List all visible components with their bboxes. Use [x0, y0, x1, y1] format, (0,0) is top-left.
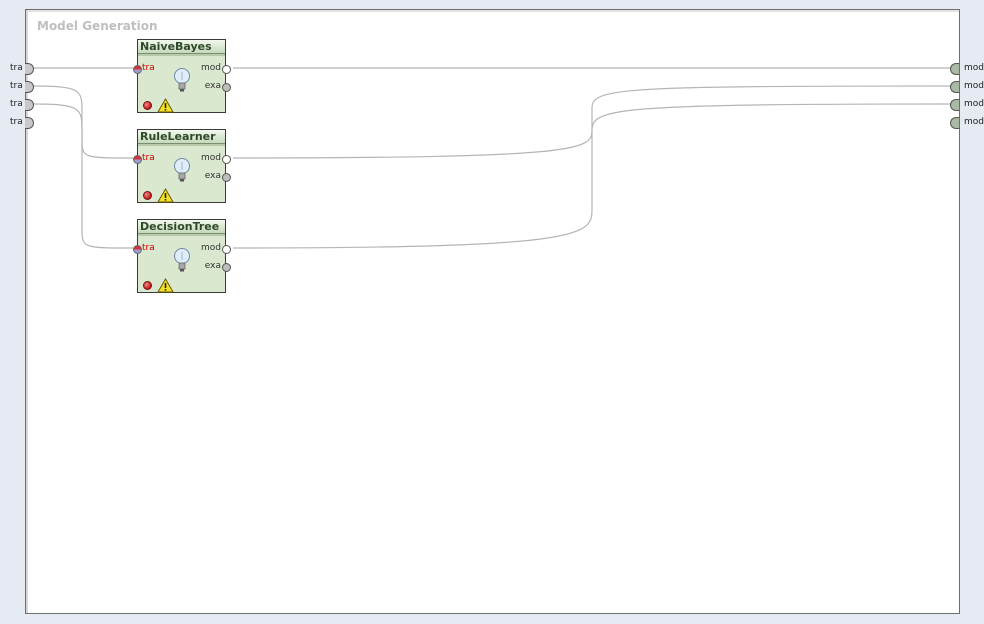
operator-title: DecisionTree — [138, 220, 225, 234]
warning-icon[interactable] — [157, 98, 174, 113]
right-port-label: mod — [964, 99, 984, 109]
left-port-label: tra — [10, 63, 23, 73]
output-port-exa[interactable] — [222, 263, 231, 272]
input-port-tra[interactable] — [133, 245, 142, 254]
warning-icon[interactable] — [157, 188, 174, 203]
output-port-mod[interactable] — [222, 65, 231, 74]
left-port-label: tra — [10, 117, 23, 127]
right-port-label: mod — [964, 117, 984, 127]
right-port-mod-3[interactable] — [950, 99, 959, 111]
right-port-label: mod — [964, 81, 984, 91]
output-port-label: mod — [201, 63, 221, 73]
left-port-tra-1[interactable] — [25, 63, 34, 75]
output-port-exa[interactable] — [222, 83, 231, 92]
warning-icon[interactable] — [157, 278, 174, 293]
left-port-tra-2[interactable] — [25, 81, 34, 93]
output-port-label: mod — [201, 243, 221, 253]
output-port-exa[interactable] — [222, 173, 231, 182]
lightbulb-icon — [174, 248, 190, 272]
operator-title: NaiveBayes — [138, 40, 225, 54]
left-port-label: tra — [10, 81, 23, 91]
right-port-label: mod — [964, 63, 984, 73]
lightbulb-icon — [174, 68, 190, 92]
input-port-label: tra — [142, 153, 155, 163]
output-port-label: exa — [204, 171, 221, 181]
operator-title-divider — [138, 54, 225, 56]
right-port-mod-2[interactable] — [950, 81, 959, 93]
canvas-title: Model Generation — [37, 19, 158, 33]
input-port-tra[interactable] — [133, 155, 142, 164]
left-port-tra-3[interactable] — [25, 99, 34, 111]
operator-title: RuleLearner — [138, 130, 225, 144]
lightbulb-icon — [174, 158, 190, 182]
operator-title-divider — [138, 144, 225, 146]
left-port-label: tra — [10, 99, 23, 109]
error-status-icon[interactable] — [143, 191, 152, 200]
right-port-mod-4[interactable] — [950, 117, 959, 129]
error-status-icon[interactable] — [143, 101, 152, 110]
input-port-tra[interactable] — [133, 65, 142, 74]
output-port-mod[interactable] — [222, 245, 231, 254]
operator-decisiontree[interactable]: DecisionTree tra mod exa — [133, 219, 231, 293]
operator-rulelearner[interactable]: RuleLearner tra mod exa — [133, 129, 231, 203]
output-port-mod[interactable] — [222, 155, 231, 164]
right-port-mod-1[interactable] — [950, 63, 959, 75]
output-port-label: exa — [204, 261, 221, 271]
input-port-label: tra — [142, 243, 155, 253]
operator-naivebayes[interactable]: NaiveBayes tra mod exa — [133, 39, 231, 113]
error-status-icon[interactable] — [143, 281, 152, 290]
output-port-label: exa — [204, 81, 221, 91]
input-port-label: tra — [142, 63, 155, 73]
output-port-label: mod — [201, 153, 221, 163]
operator-title-divider — [138, 234, 225, 236]
left-port-tra-4[interactable] — [25, 117, 34, 129]
